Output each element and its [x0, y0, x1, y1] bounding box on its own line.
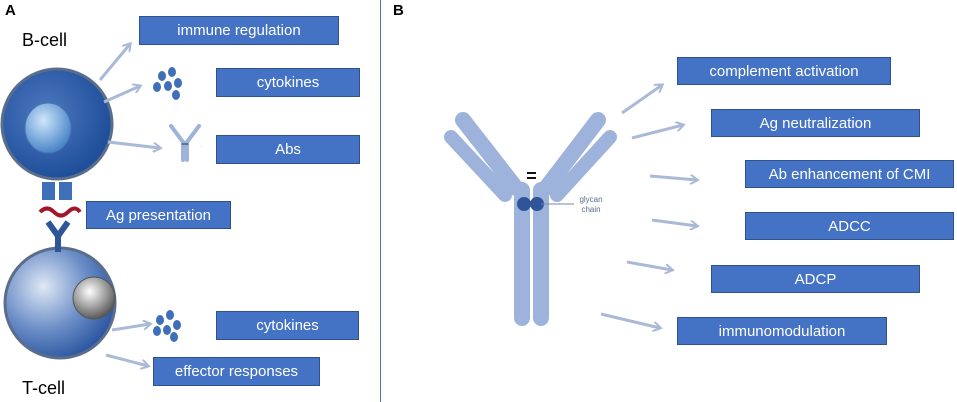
glycan-label-line2: chain: [581, 205, 601, 214]
immune-regulation-box: immune regulation: [139, 16, 339, 45]
arrow-to-complement: [621, 85, 662, 115]
arrow-to-immunomodulation: [600, 312, 660, 328]
tcr-receptor: [45, 220, 71, 252]
arrows-panel-b: [600, 85, 697, 328]
arrow-to-cytokines-b: [103, 86, 140, 104]
adcc-box: ADCC: [745, 212, 954, 240]
arrow-to-adcc: [651, 218, 697, 226]
panel-a-letter: A: [5, 2, 16, 19]
t-cell: [3, 246, 117, 360]
disulfide-bond: [527, 172, 536, 179]
adcp-box: ADCP: [711, 265, 920, 293]
cytokines-b-box: cytokines: [216, 68, 360, 97]
glycan-label-line1: glycan: [579, 195, 603, 204]
glycan-dots: [517, 197, 544, 211]
arrow-to-ab-enhancement: [649, 176, 697, 180]
arrows-panel-a: [98, 44, 160, 366]
arrow-to-adcp: [626, 260, 672, 270]
antigen-peptide: [38, 206, 82, 218]
mhc-molecule: [42, 182, 72, 200]
glycan-chain-label: glycan chain: [574, 195, 608, 215]
cytokines-t-box: cytokines: [216, 311, 359, 340]
small-antibody-icon: [169, 124, 201, 162]
small-glycan-mark: ·: [200, 144, 202, 150]
cytokines-t-dots: [153, 310, 181, 342]
complement-activation-box: complement activation: [677, 57, 891, 85]
b-cell: [0, 67, 114, 181]
cytokines-b-dots: [153, 67, 182, 100]
ag-presentation-box: Ag presentation: [86, 201, 231, 229]
panel-divider: [380, 0, 381, 402]
arrow-to-neutralization: [631, 125, 683, 140]
panel-b-letter: B: [393, 2, 404, 19]
t-cell-label: T-cell: [22, 378, 66, 398]
arrow-to-effector-responses: [105, 353, 148, 366]
ab-enhancement-box: Ab enhancement of CMI: [745, 160, 954, 188]
effector-responses-box: effector responses: [153, 357, 320, 386]
arrow-to-cytokines-t: [111, 324, 150, 332]
arrow-to-abs: [107, 140, 160, 148]
immunomodulation-box: immunomodulation: [677, 317, 887, 345]
ag-neutralization-box: Ag neutralization: [711, 109, 920, 137]
large-antibody: [444, 112, 617, 326]
b-cell-label: B-cell: [22, 30, 68, 50]
arrow-to-immune-regulation: [98, 44, 130, 81]
abs-box: Abs: [216, 135, 360, 164]
